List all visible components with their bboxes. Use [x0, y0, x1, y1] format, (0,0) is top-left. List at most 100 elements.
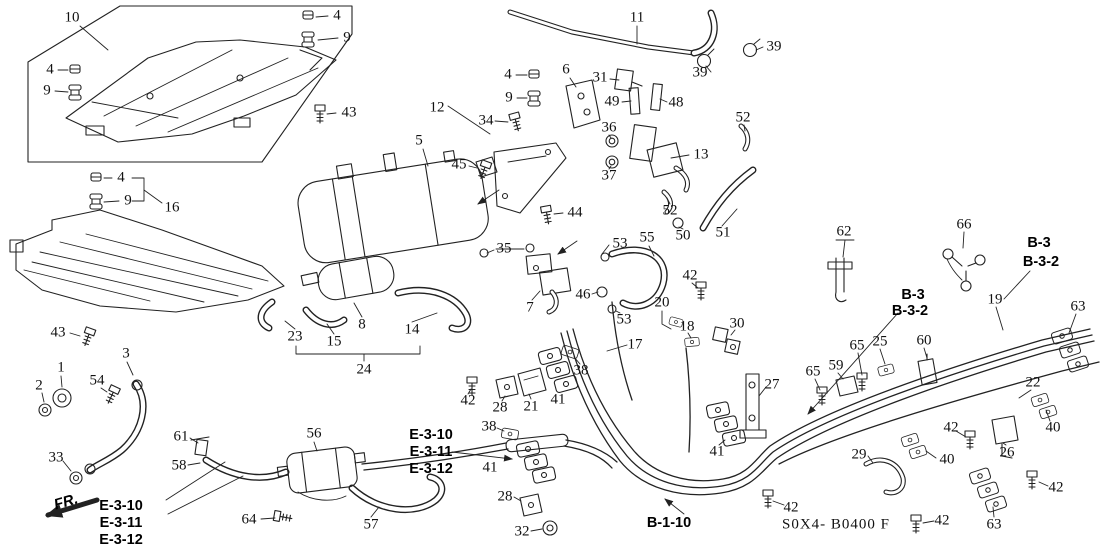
part-callout-30: 30 — [729, 315, 745, 332]
hoses-drawing — [84, 123, 906, 514]
part-callout-16: 16 — [164, 199, 180, 216]
part-callout-4: 4 — [117, 169, 125, 186]
part-callout-38: 38 — [481, 418, 497, 435]
part-callout-58: 58 — [171, 457, 187, 474]
part-callout-26: 26 — [999, 444, 1015, 461]
part-callout-4: 4 — [504, 66, 512, 83]
pipe-bundle-drawing — [361, 301, 1100, 496]
ref-e-3-10: E-3-10 — [409, 426, 453, 443]
part-callout-46: 46 — [575, 286, 591, 303]
part-callout-39: 39 — [692, 64, 708, 81]
part-callout-33: 33 — [48, 449, 64, 466]
canister-drawing — [297, 142, 617, 314]
part-callout-28: 28 — [492, 399, 508, 416]
part-callout-25: 25 — [872, 333, 888, 350]
part-callout-14: 14 — [404, 321, 420, 338]
part-callout-59: 59 — [828, 357, 844, 374]
part-callout-57: 57 — [363, 516, 379, 533]
part-callout-54: 54 — [89, 372, 105, 389]
fuel-filter-drawing — [38, 388, 366, 501]
part-callout-41: 41 — [550, 391, 566, 408]
part-callout-62: 62 — [836, 223, 852, 240]
valves-drawing — [507, 9, 761, 229]
fr-direction-arrow — [45, 497, 100, 518]
part-callout-64: 64 — [241, 511, 257, 528]
part-callout-10: 10 — [64, 9, 80, 26]
mounting-bracket-drawing — [27, 5, 353, 163]
part-callout-4: 4 — [333, 7, 341, 24]
part-callout-65: 65 — [849, 337, 865, 354]
ref-e-3-12: E-3-12 — [99, 531, 143, 548]
part-callout-52: 52 — [662, 202, 678, 219]
ref-b-3: B-3 — [1027, 234, 1051, 251]
part-callout-2: 2 — [35, 377, 43, 394]
ref-e-3-10: E-3-10 — [99, 497, 143, 514]
part-callout-42: 42 — [943, 419, 959, 436]
part-callout-40: 40 — [939, 451, 955, 468]
part-callout-32: 32 — [514, 523, 530, 540]
part-callout-50: 50 — [675, 227, 691, 244]
part-callout-36: 36 — [601, 119, 617, 136]
part-callout-63: 63 — [986, 516, 1002, 533]
part-callout-3: 3 — [122, 345, 130, 362]
part-callout-4: 4 — [46, 61, 54, 78]
part-callout-43: 43 — [50, 324, 66, 341]
part-callout-41: 41 — [482, 459, 498, 476]
part-callout-29: 29 — [851, 446, 867, 463]
diagram-code: S0X4- B0400 F — [781, 516, 891, 533]
part-callout-37: 37 — [601, 167, 617, 184]
part-callout-49: 49 — [604, 93, 620, 110]
part-callout-19: 19 — [987, 291, 1003, 308]
part-callout-11: 11 — [629, 9, 645, 26]
leader-lines — [41, 15, 1077, 532]
part-callout-65: 65 — [805, 363, 821, 380]
part-callout-13: 13 — [693, 146, 709, 163]
part-callout-23: 23 — [287, 328, 303, 345]
part-callout-48: 48 — [668, 94, 684, 111]
part-callout-43: 43 — [341, 104, 357, 121]
part-callout-63: 63 — [1070, 298, 1086, 315]
part-callout-12: 12 — [429, 99, 445, 116]
part-callout-41: 41 — [709, 443, 725, 460]
ref-b-3-2: B-3-2 — [891, 302, 929, 319]
part-callout-18: 18 — [679, 318, 695, 335]
part-callout-45: 45 — [451, 156, 467, 173]
ref-e-3-12: E-3-12 — [409, 460, 453, 477]
part-callout-20: 20 — [654, 294, 670, 311]
clips-drawing — [495, 248, 1090, 536]
ref-e-3-11: E-3-11 — [99, 514, 143, 531]
reference-arrows — [45, 189, 899, 518]
part-callout-55: 55 — [639, 229, 655, 246]
part-callout-8: 8 — [358, 316, 366, 333]
part-callout-22: 22 — [1025, 374, 1041, 391]
part-callout-9: 9 — [124, 192, 132, 209]
part-callout-60: 60 — [916, 332, 932, 349]
part-callout-9: 9 — [505, 89, 513, 106]
part-callout-42: 42 — [682, 267, 698, 284]
part-callout-31: 31 — [592, 69, 608, 86]
part-callout-42: 42 — [783, 499, 799, 516]
part-callout-53: 53 — [616, 311, 632, 328]
part-callout-66: 66 — [956, 216, 972, 233]
part-callout-38: 38 — [573, 362, 589, 379]
part-callout-44: 44 — [567, 204, 583, 221]
part-callout-42: 42 — [934, 512, 950, 529]
part-callout-1: 1 — [57, 359, 65, 376]
part-callout-42: 42 — [460, 392, 476, 409]
part-callout-52: 52 — [735, 109, 751, 126]
part-callout-35: 35 — [496, 240, 512, 257]
part-callout-40: 40 — [1045, 419, 1061, 436]
part-callout-6: 6 — [562, 61, 570, 78]
part-callout-42: 42 — [1048, 479, 1064, 496]
ref-b-3-2: B-3-2 — [1022, 253, 1060, 270]
part-callout-21: 21 — [523, 398, 539, 415]
ref-b-1-10: B-1-10 — [646, 514, 692, 531]
part-callout-5: 5 — [415, 132, 423, 149]
heat-shield-drawing — [9, 209, 285, 313]
part-callout-15: 15 — [326, 333, 342, 350]
part-callout-56: 56 — [306, 425, 322, 442]
part-callout-34: 34 — [478, 112, 494, 129]
part-callout-39: 39 — [766, 38, 782, 55]
